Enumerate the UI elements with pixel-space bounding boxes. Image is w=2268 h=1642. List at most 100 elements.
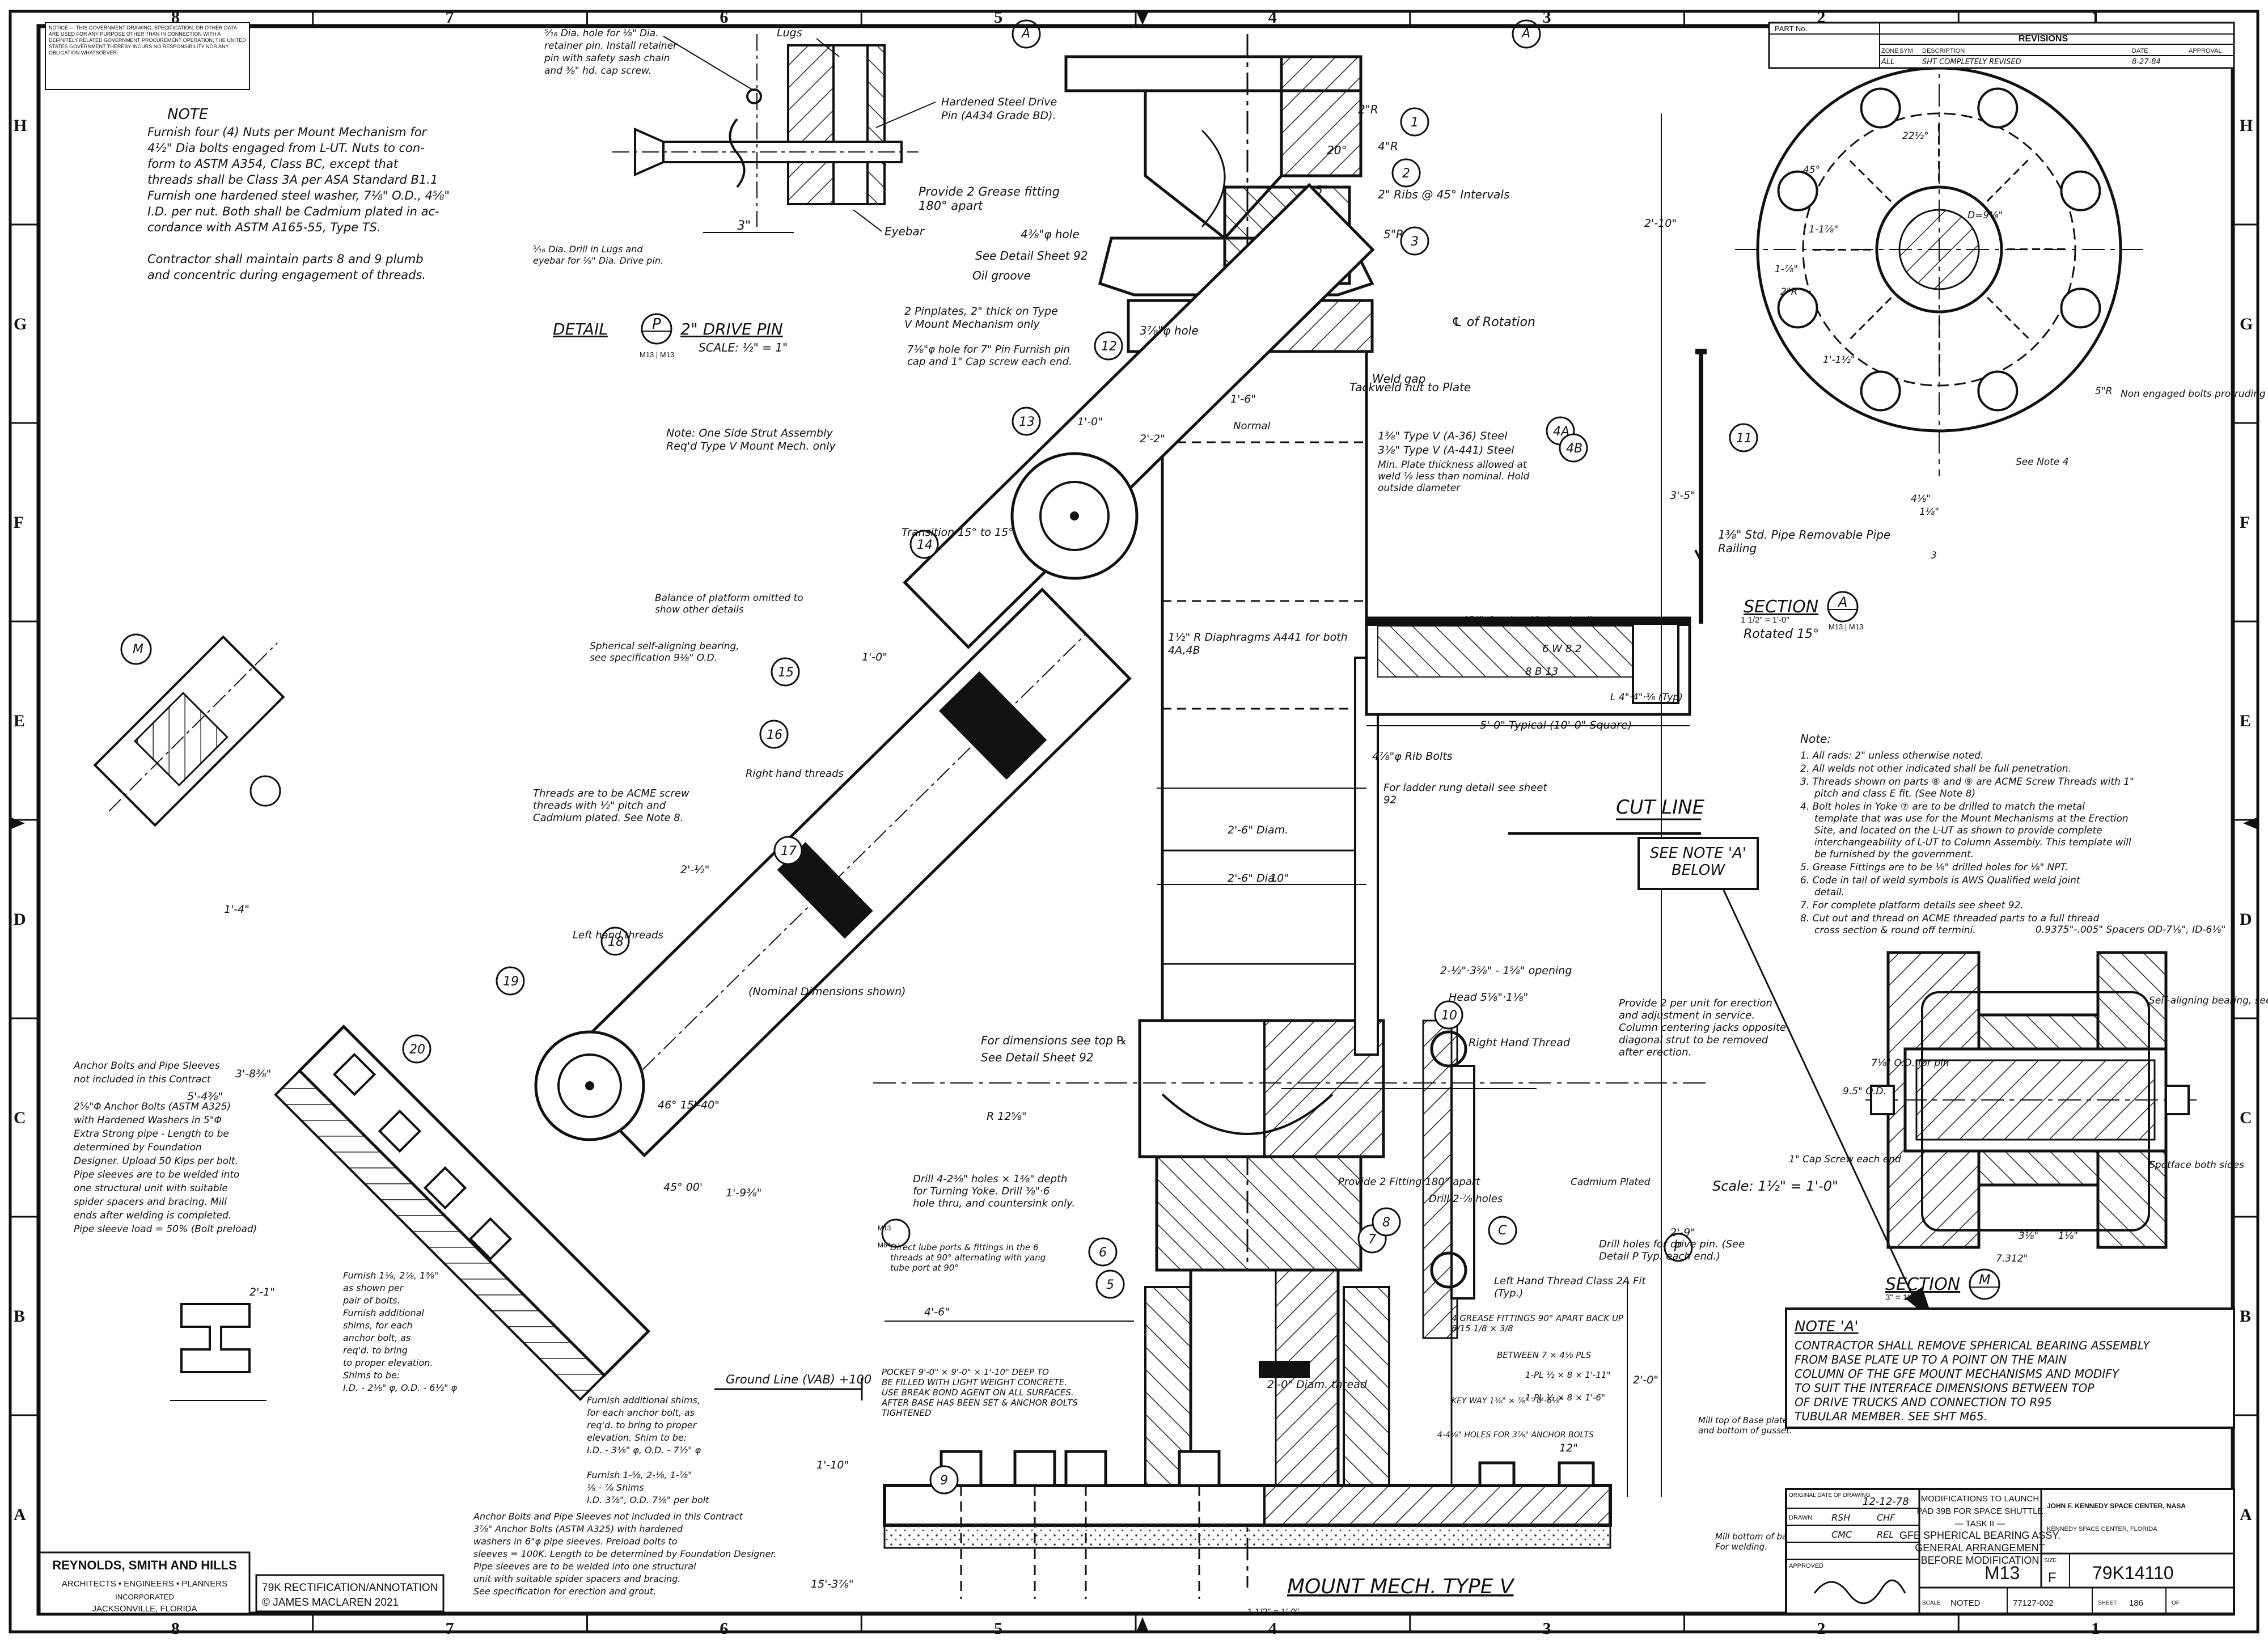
legal-notice-text: NOTICE — THIS GOVERNMENT DRAWING, SPECIF… [49,25,246,56]
ref-marker-a-top-right: A [1521,27,1530,41]
shim-note-2-line: elevation. Shim to be: [587,1432,687,1443]
bottom-anchor-note-line: washers in 6"φ pipe sleeves. Preload bol… [473,1536,678,1547]
callout-label: Cadmium Plated [1571,1177,1651,1188]
callout-label: 4-4⅝" HOLES FOR 3⅞" ANCHOR BOLTS [1437,1431,1594,1440]
ref-marker-m64: M64 [878,1241,891,1249]
sheet-ref-markers: A A C P M64 M13 [878,19,1693,1262]
part-number: 4B [1566,442,1582,456]
section-a-label: D=9⅛" [1967,210,2003,221]
general-note-item: 2. All welds not other indicated shall b… [1800,763,2071,775]
section-a-label: 1-⅞" [1775,264,1798,275]
revision-header: DATE [2132,48,2148,54]
detail-p-callout-lugs: Lugs [777,27,802,39]
bolt-hole [1860,370,1901,412]
anchor-note-line: Designer. Upload 50 Kips per bolt. [74,1156,238,1167]
zone-number-bottom: 5 [994,1619,1002,1638]
callout-label: 4⅞"φ Rib Bolts [1372,750,1453,763]
section-a-label: 22½° [1902,130,1929,142]
dimension-label: 2'-1" [249,1286,275,1298]
cut-line-box-text: SEE NOTE 'A' BELOW [1649,845,1747,879]
callout-label: 4⅜"φ hole [1021,227,1080,241]
dimension-label: 1'-6" [1230,393,1256,405]
part-number: 10 [1441,1009,1457,1023]
section-a-letter: A [1837,594,1847,610]
revision-header: APPROVAL [2189,48,2222,54]
zone-letter-right: B [2240,1307,2251,1326]
note-a-lines: CONTRACTOR SHALL REMOVE SPHERICAL BEARIN… [1795,1339,2151,1423]
section-m-label: Spotface both sides [2149,1159,2244,1171]
anchor-note-line: Anchor Bolts and Pipe Sleeves [73,1060,220,1072]
callout-label: 1⅞" Grating (Galvanized) [1463,615,1593,627]
section-a-subtitle: Rotated 15° [1744,627,1819,641]
shim-note-2-line: req'd. to bring to proper [587,1420,697,1431]
callout-label: Normal [1233,420,1270,432]
dimension-label: 3'-5" [1670,489,1695,502]
bolt-hole [1977,370,2019,412]
main-view-title-text: MOUNT MECH. TYPE V [1287,1575,1515,1598]
top-left-note-line: and concentric during engagement of thre… [147,268,426,282]
detail-p-title: DETAIL P M13 | M13 2" DRIVE PIN SCALE: ½… [553,313,788,359]
top-left-note-heading: NOTE [167,106,209,123]
shim-note-2-line: I.D. - 3⅛" φ, O.D. - 7½" φ [587,1445,701,1455]
section-a-label: 1-1⅞" [1809,224,1838,235]
callout-label: Weld gap [1372,372,1425,386]
bottom-anchor-note-line: Pipe sleeves are to be welded into one s… [473,1561,696,1572]
zone-number-bottom: 4 [1268,1619,1277,1638]
tb-code: 77127-002 [2013,1598,2054,1608]
detail-p-subtitle: 2" DRIVE PIN [680,320,783,338]
ref-marker-c: C [1498,1224,1507,1238]
bolt-hole [1860,87,1901,129]
tb-agency: JOHN F. KENNEDY SPACE CENTER, NASA [2047,1502,2186,1510]
callout-label: Right hand threads [746,768,844,780]
section-a-label: 5"R [2095,386,2112,397]
section-a-labels: 22½°45°D=9⅛"Non engaged bolts protruding… [1775,130,2268,561]
top-left-note-line: Contractor shall maintain parts 8 and 9 … [147,252,424,266]
firm-block-line: ARCHITECTS • ENGINEERS • PLANNERS [62,1579,227,1589]
firm-block-line: REYNOLDS, SMITH AND HILLS [52,1558,237,1572]
tb-drawn-label: DRAWN [1789,1514,1812,1521]
shim-note-line: anchor bolt, as [343,1332,411,1343]
ref-marker-m13: M13 [878,1224,891,1232]
ref-marker-p: P [1674,1241,1682,1255]
dimension-label: 1'-4" [224,903,249,916]
anchor-note-line: Pipe sleeve load = 50% (Bolt preload) [74,1224,257,1235]
zone-number-top: 8 [171,8,180,27]
dimension-label: (Nominal Dimensions shown) [748,985,906,998]
zone-letter-right: F [2240,513,2250,532]
zone-number-top: 5 [994,8,1002,27]
bolt-hole [2060,170,2101,211]
firm-block: REYNOLDS, SMITH AND HILLS ARCHITECTS • EN… [39,1551,251,1615]
general-note-item: 3. Threads shown on parts ⑧ and ⑨ are AC… [1800,776,2134,799]
tb-original-date-label: ORIGINAL DATE OF DRAWING [1789,1492,1871,1499]
bolt-hole [1777,170,1818,211]
callout-label: Drill 2·⅞ holes [1429,1193,1503,1205]
shim-note-2-line: ⅛ - ⅞ Shims [587,1482,644,1493]
top-left-note-line: form to ASTM A354, Class BC, except that [147,157,399,171]
callout-label: ℄ of Rotation [1452,315,1535,329]
tb-original-date: 12-12-78 [1863,1496,1909,1508]
tb-title-line: MODIFICATIONS TO LAUNCH [1921,1494,2039,1504]
callout-label: 5" [1315,183,1328,197]
annotation-block-lines: 79K RECTIFICATION/ANNOTATION© JAMES MACL… [262,1582,438,1609]
zone-number-top: 4 [1268,8,1277,27]
callout-label: 1-PL ½ × 8 × 1'-11" [1525,1370,1610,1380]
anchor-note-line: not included in this Contract [74,1074,211,1085]
section-m-label: 0.9375"-.005" Spacers OD-7⅛", ID-6⅛" [2036,924,2225,936]
shim-note-2-line: I.D. 3⅞", O.D. 7⅛" per bolt [587,1495,709,1505]
center-arrow-right [2243,818,2257,829]
detail-p-callout-eyebar: Eyebar [885,225,925,238]
callout-label: R 12⅝" [987,1110,1027,1123]
main-view-scale: 1 1/2" = 1'-0" [1247,1607,1299,1617]
bottom-anchor-note-line: sleeves = 100K. Length to be determined … [473,1548,777,1559]
dimension-label: 46° 15'-40" [658,1099,720,1111]
callout-label: KEY WAY 1⅜" × ⅞" - 0'-6⅛" [1452,1396,1563,1406]
shim-note-2-line: Furnish additional shims, [587,1395,700,1406]
section-e-ref-m: M [133,642,143,657]
bolt-hole [1977,87,2019,129]
